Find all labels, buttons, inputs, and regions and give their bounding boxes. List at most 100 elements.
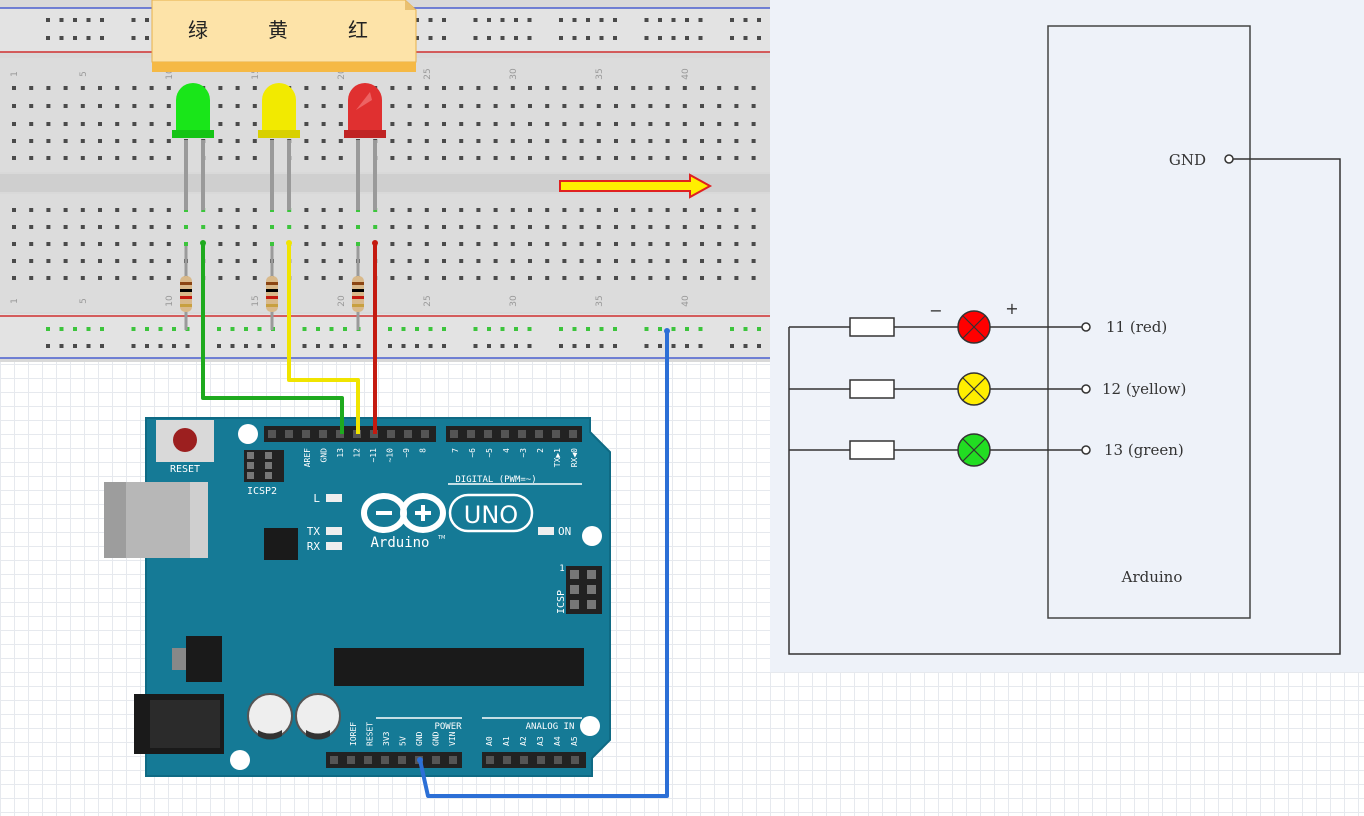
led-red[interactable] [344, 83, 386, 210]
power-pin-labels: IOREF RESET 3V3 5V GND GND VIN [349, 722, 457, 746]
wire-yellow[interactable] [287, 243, 360, 434]
digital-label: DIGITAL (PWM=~) [455, 475, 536, 485]
breadboard-column-number: 25 [423, 68, 433, 79]
breadboard-column-number: 35 [595, 68, 605, 79]
breadboard-column-number: 10 [165, 295, 175, 307]
header-pin [450, 430, 458, 438]
icsp2-label: ICSP2 [247, 486, 277, 497]
resistor-red[interactable] [352, 246, 364, 330]
header-pin [554, 756, 562, 764]
arduino-trademark: TM [437, 535, 445, 541]
note-shape [151, 0, 417, 72]
pin-label: 7 [451, 448, 460, 453]
note-label-yellow: 黄 [268, 18, 288, 42]
resistor-green[interactable] [180, 246, 192, 330]
on-led-label: ON [558, 525, 571, 538]
breadboard-column-number: 15 [251, 68, 261, 79]
breadboard-column-number: 40 [681, 295, 691, 307]
arduino-brand: Arduino [370, 535, 429, 551]
pin-label: ~10 [386, 448, 395, 463]
l-led-label: L [313, 492, 320, 505]
note-label-red: 红 [348, 18, 368, 42]
pin-label: AREF [303, 448, 312, 467]
header-pin [347, 756, 355, 764]
pin-label: ~5 [485, 448, 494, 458]
pin-label: A1 [502, 736, 511, 746]
header-pin [501, 430, 509, 438]
led-yellow[interactable] [258, 83, 300, 210]
direction-arrow [559, 173, 713, 199]
header-pin [552, 430, 560, 438]
note-label-green: 绿 [188, 18, 208, 42]
pin-label: 13 [336, 448, 345, 458]
power-label: POWER [434, 722, 462, 732]
pin-label: IOREF [349, 722, 358, 746]
breadboard-column-number: 25 [423, 295, 433, 306]
pin-label: A5 [570, 736, 579, 746]
header-pin [319, 430, 327, 438]
breadboard-column-number: 5 [79, 71, 89, 77]
header-pin [535, 430, 543, 438]
header-pin [449, 756, 457, 764]
header-pin [398, 756, 406, 764]
icsp-pin-one: 1 [559, 564, 564, 574]
header-pin [404, 430, 412, 438]
arduino-model: UNO [464, 501, 518, 529]
pin-label: GND [415, 731, 424, 746]
pin-label: 12 [353, 448, 362, 458]
header-pin [520, 756, 528, 764]
header-pin [484, 430, 492, 438]
pin-label: A4 [553, 736, 562, 746]
header-pin [432, 756, 440, 764]
reset-label: RESET [170, 464, 200, 475]
resistor-yellow[interactable] [266, 246, 278, 330]
breadboard-column-number: 1 [10, 298, 20, 304]
breadboard-column-number: 20 [337, 295, 347, 307]
analog-label: ANALOG IN [526, 722, 575, 732]
breadboard-column-number: 1 [10, 71, 20, 77]
pin-label: 8 [419, 448, 428, 453]
pin-label: RESET [366, 722, 375, 746]
breadboard-column-number: 35 [595, 295, 605, 306]
wire-green[interactable] [201, 243, 344, 434]
pin-label: VIN [448, 731, 457, 746]
breadboard-column-number: 15 [251, 295, 261, 306]
pin-label: GND [432, 731, 441, 746]
led-green[interactable] [172, 83, 214, 210]
tx-led-label: TX [307, 525, 321, 538]
pin-label: ~3 [519, 448, 528, 458]
pin-label: 4 [502, 448, 511, 453]
breadboard-column-number: 30 [509, 295, 519, 307]
header-pin [381, 756, 389, 764]
header-pin [569, 430, 577, 438]
header-pin [518, 430, 526, 438]
header-pin [421, 430, 429, 438]
pin-label: A3 [536, 736, 545, 746]
header-pin [268, 430, 276, 438]
wire-blue[interactable] [418, 331, 669, 798]
pin-label: 3V3 [382, 731, 391, 746]
header-pin [486, 756, 494, 764]
arduino-uno-board[interactable] [104, 417, 611, 777]
breadboard-column-number: 30 [509, 68, 519, 80]
pin-label: TX▶1 [553, 448, 562, 467]
pin-label: GND [320, 448, 329, 463]
breadboard-column-number: 5 [79, 298, 89, 304]
header-pin [387, 430, 395, 438]
header-pin [571, 756, 579, 764]
header-pin [330, 756, 338, 764]
pin-label: 2 [536, 448, 545, 453]
pin-label: 5V [399, 736, 408, 746]
pin-label: ~11 [369, 448, 378, 463]
breadboard-column-number: 40 [681, 68, 691, 80]
hardware-layer: RESET ICSP2 L TX RX ON Arduino TM UNO DI… [104, 83, 670, 798]
icsp-label: ICSP [556, 590, 567, 614]
header-pin-holes [247, 430, 596, 764]
breadboard-column-number: 10 [165, 68, 175, 80]
header-pin [364, 756, 372, 764]
breadboard-column-number: 20 [337, 68, 347, 80]
